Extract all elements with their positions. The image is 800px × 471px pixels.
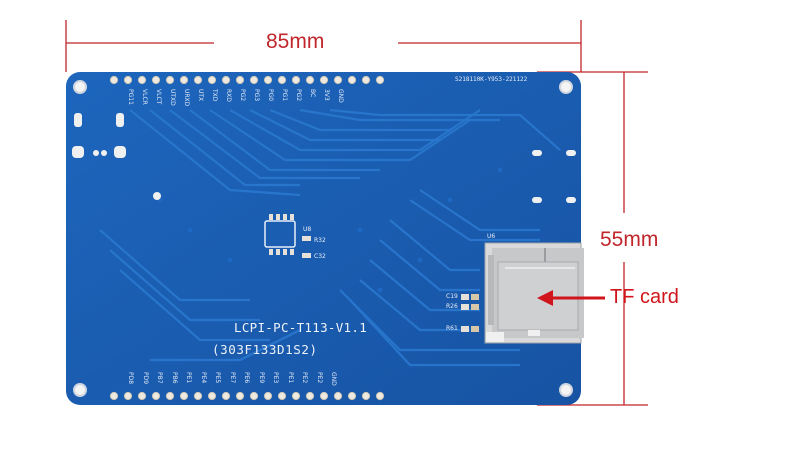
ref-r26: R26 xyxy=(446,303,458,310)
pin-label: GND xyxy=(337,89,344,103)
pcb-vias xyxy=(157,167,503,293)
pin-label: PE1 xyxy=(185,372,192,384)
batch-code: S218110K-Y953-221122 xyxy=(455,76,528,83)
pcb-substrate xyxy=(66,72,581,405)
pin-label: 3V3 xyxy=(323,89,330,101)
pin-label: PB6 xyxy=(170,372,178,384)
top-header-pins xyxy=(109,75,385,85)
ref-c32: C32 xyxy=(314,253,326,260)
pin-label: PE2 xyxy=(315,372,323,384)
ref-r32: R32 xyxy=(314,237,326,244)
pin-label: PG2 xyxy=(295,89,302,102)
pin-label: PE2 xyxy=(301,372,308,384)
ref-u6: U6 xyxy=(487,233,496,240)
tf-card-arrow xyxy=(537,290,605,306)
pin-label: UTX xyxy=(197,89,204,102)
pin-label: TXD xyxy=(211,89,218,102)
pin-label: GND xyxy=(330,372,337,386)
passives xyxy=(461,294,479,332)
pin-label: PE1 xyxy=(286,372,294,384)
pin-label: PE6 xyxy=(243,372,250,384)
board-title-silkscreen: LCPI-PC-T113-V1.1 xyxy=(234,320,368,335)
test-point xyxy=(153,192,161,200)
pin-label: PE3 xyxy=(272,372,279,384)
pin-label: PG3 xyxy=(253,89,260,102)
ref-r61: R61 xyxy=(446,325,458,332)
width-label: 85mm xyxy=(266,30,325,53)
pin-label: PB7 xyxy=(156,372,163,384)
board-code-silkscreen: (303F133D1S2) xyxy=(212,342,318,357)
tf-card-label: TF card xyxy=(610,286,679,308)
pin-label: BC xyxy=(309,89,316,98)
chip-u8 xyxy=(264,214,311,258)
pin-label: PG1 xyxy=(281,89,288,102)
usb-pads xyxy=(72,113,126,158)
pin-label: PD9 xyxy=(141,372,149,385)
bottom-header-pins xyxy=(109,391,385,401)
pin-label: PE5 xyxy=(214,372,221,384)
pin-label: PE7 xyxy=(228,372,236,384)
ref-c19: C19 xyxy=(446,293,458,300)
pin-label: PD8 xyxy=(127,372,134,385)
pin-label: VLCR xyxy=(141,89,148,105)
pin-label: PG11 xyxy=(127,89,134,105)
pin-label: UTXD xyxy=(169,89,176,106)
pcb-traces xyxy=(99,108,561,367)
ref-u8: U8 xyxy=(303,226,312,233)
tf-card-socket xyxy=(484,242,584,344)
pin-label: URXD xyxy=(183,89,190,107)
mounting-holes xyxy=(73,80,573,397)
pin-label: PE4 xyxy=(199,372,207,384)
height-label: 55mm xyxy=(600,228,659,251)
pin-label: PG0 xyxy=(267,89,274,102)
pin-label: RXD xyxy=(225,89,232,102)
pin-label: PG2 xyxy=(239,89,246,102)
pin-label: PE9 xyxy=(257,372,265,384)
pin-label: VLCT xyxy=(155,89,162,105)
edge-pads xyxy=(532,150,576,203)
